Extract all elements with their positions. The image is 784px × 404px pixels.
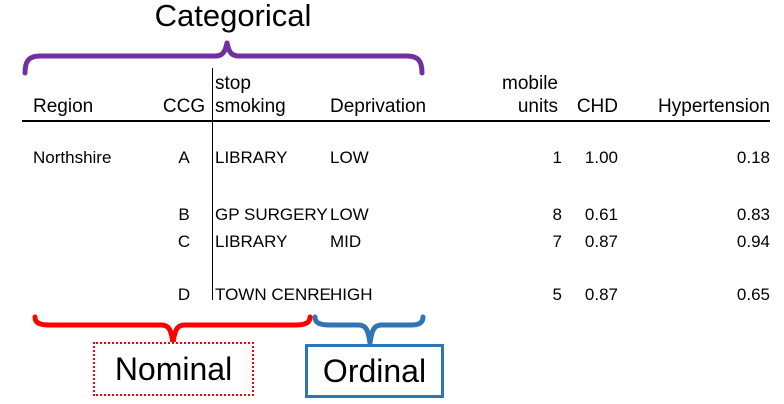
cell-hypertension: 0.83 — [736, 205, 770, 224]
categorical-label: Categorical — [154, 0, 312, 33]
ordinal-label: Ordinal — [322, 352, 427, 389]
cell-chd: 0.87 — [584, 232, 618, 251]
table-row: C LIBRARY MID 7 0.87 0.94 — [33, 231, 770, 253]
header-underline — [22, 120, 770, 122]
cell-deprivation: MID — [330, 232, 362, 251]
cell-region — [33, 231, 153, 253]
cell-deprivation: LOW — [330, 205, 369, 224]
cell-chd: 0.61 — [584, 205, 618, 224]
ordinal-label-box: Ordinal — [305, 344, 444, 398]
cell-ccg: C — [177, 232, 191, 251]
table-header-row: Region CCG stop smoking Deprivation mobi… — [33, 68, 770, 121]
cell-hypertension: 0.18 — [736, 148, 770, 167]
cell-stop-smoking: TOWN CENRE — [215, 285, 331, 304]
cell-hypertension: 0.94 — [736, 232, 770, 251]
cell-deprivation: LOW — [330, 148, 369, 167]
cell-mobile-units: 1 — [552, 148, 562, 167]
cell-region: Northshire — [33, 148, 112, 167]
table-row: Northshire A LIBRARY LOW 1 1.00 0.18 — [33, 147, 770, 169]
header-region: Region — [33, 96, 94, 117]
cell-chd: 1.00 — [584, 148, 618, 167]
categorical-brace — [22, 40, 425, 76]
column-divider-line — [212, 68, 213, 300]
table-row: B GP SURGERY LOW 8 0.61 0.83 — [33, 204, 770, 226]
ordinal-brace — [312, 314, 426, 346]
header-deprivation: Deprivation — [330, 96, 427, 117]
cell-stop-smoking: LIBRARY — [215, 148, 288, 167]
header-mobile-units: mobile units — [502, 73, 558, 117]
cell-deprivation: HIGH — [330, 285, 373, 304]
table-row: D TOWN CENRE HIGH 5 0.87 0.65 — [33, 284, 770, 306]
cell-ccg: B — [178, 205, 190, 224]
cell-mobile-units: 7 — [552, 232, 562, 251]
cell-stop-smoking: GP SURGERY — [215, 205, 328, 224]
cell-chd: 0.87 — [584, 285, 618, 304]
cell-mobile-units: 8 — [552, 205, 562, 224]
cell-hypertension: 0.65 — [736, 285, 770, 304]
cell-region — [33, 284, 153, 306]
header-hypertension: Hypertension — [658, 96, 770, 117]
nominal-label: Nominal — [114, 350, 233, 387]
cell-region — [33, 204, 153, 226]
cell-mobile-units: 5 — [552, 285, 562, 304]
header-chd: CHD — [576, 96, 618, 117]
cell-ccg: D — [177, 285, 191, 304]
cell-ccg: A — [178, 148, 190, 167]
header-ccg: CCG — [162, 96, 206, 117]
cell-stop-smoking: LIBRARY — [215, 232, 288, 251]
header-stop-smoking: stop smoking — [215, 73, 286, 117]
nominal-label-box: Nominal — [93, 342, 254, 396]
